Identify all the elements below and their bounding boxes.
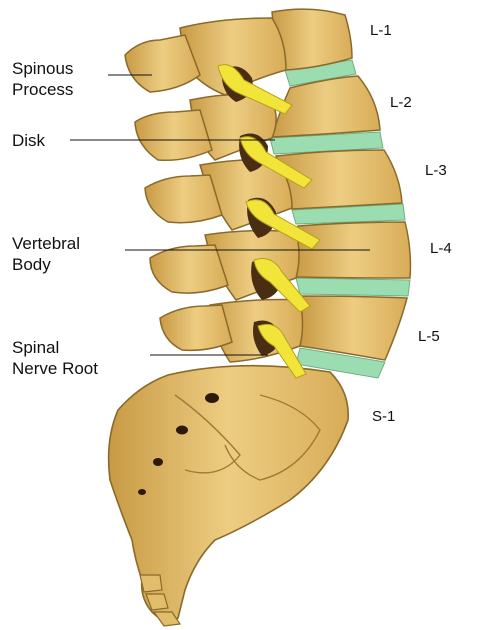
- level-label-l1: L-1: [370, 22, 392, 39]
- nerve-root-l1: [217, 64, 293, 115]
- label-spinous-process-line2: Process: [12, 80, 74, 99]
- level-label-s1: S-1: [372, 408, 396, 425]
- nerve-root-l2: [239, 136, 313, 189]
- label-vertebral-body-line2: Body: [12, 255, 51, 274]
- coccyx: [139, 574, 182, 627]
- sacral-ridge: [224, 394, 321, 481]
- disk-l2-l3: [269, 131, 384, 155]
- label-vertebral-body-line1: Vertebral: [12, 234, 81, 253]
- label-spinal-nerve-root-line1: Spinal: [12, 338, 60, 357]
- spinous-process-l5: [159, 304, 233, 352]
- sacral-foramen: [176, 425, 188, 435]
- nerve-root-l4: [253, 258, 311, 313]
- sacral-foramen: [138, 489, 146, 495]
- level-label-l2: L-2: [390, 94, 412, 111]
- sacral-foramen: [153, 458, 163, 466]
- sacrum: [107, 364, 349, 622]
- label-spinous-process-line1: Spinous: [12, 59, 74, 78]
- level-label-l4: L-4: [430, 240, 452, 257]
- level-label-l5: L-5: [418, 328, 440, 345]
- disk-l3-l4: [291, 203, 406, 225]
- label-spinal-nerve-root-line2: Nerve Root: [12, 359, 98, 378]
- disk-l4-l5: [295, 277, 411, 297]
- nerve-root-l5: [257, 323, 307, 379]
- spinous-process-l4: [149, 244, 229, 294]
- spinous-process-l3: [144, 174, 223, 224]
- label-spinal-nerve-root: Spinal Nerve Root: [12, 337, 98, 379]
- sacral-foramen: [205, 393, 219, 403]
- nerve-root-l3: [245, 199, 321, 250]
- sacral-ridge: [174, 394, 241, 474]
- label-spinous-process: Spinous Process: [12, 58, 73, 100]
- label-vertebral-body: Vertebral Body: [12, 233, 80, 275]
- spinous-process-l1: [124, 34, 201, 93]
- label-disk: Disk: [12, 131, 46, 150]
- posterior-arch-l1: [179, 17, 287, 96]
- level-label-l3: L-3: [425, 162, 447, 179]
- spinous-process-l2: [134, 109, 213, 162]
